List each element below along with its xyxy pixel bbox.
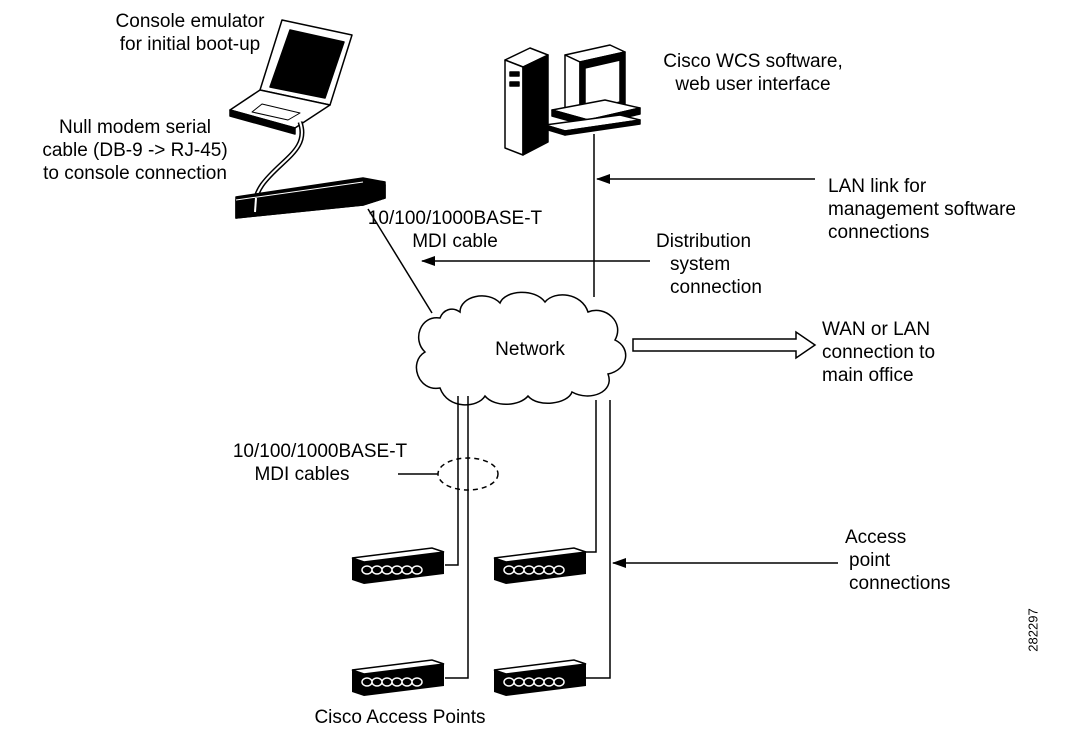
access-point-icon xyxy=(493,659,587,696)
mdi-cables-label: 10/100/1000BASE-T MDI cables xyxy=(232,441,408,485)
mdi-cable-line xyxy=(367,208,433,314)
access-point-icon xyxy=(493,547,587,584)
cisco-access-points-label: Cisco Access Points xyxy=(314,707,486,728)
ap-connections-label: Access point connections xyxy=(845,527,951,594)
wan-arrow xyxy=(632,330,817,360)
ap-cables xyxy=(445,396,611,679)
access-point-icon xyxy=(351,547,445,584)
wcs-label: Cisco WCS software, web user interface xyxy=(663,51,843,95)
workstation-icon xyxy=(504,44,641,156)
distribution-label: Distribution system connection xyxy=(656,231,762,298)
wan-label: WAN or LAN connection to main office xyxy=(822,319,936,386)
lan-link-label: LAN link for management software connect… xyxy=(828,176,1016,243)
mdi-cable-label: 10/100/1000BASE-T MDI cable xyxy=(367,208,543,252)
network-label: Network xyxy=(495,339,565,360)
controller-icon xyxy=(235,177,386,219)
figure-id: 282297 xyxy=(1025,608,1041,652)
console-emulator-label: Console emulator for initial boot-up xyxy=(115,11,265,55)
laptop-icon xyxy=(229,19,353,135)
network-cloud-icon xyxy=(415,291,627,406)
null-modem-label: Null modem serial cable (DB-9 -> RJ-45) … xyxy=(42,117,228,184)
access-point-icon xyxy=(351,659,445,696)
